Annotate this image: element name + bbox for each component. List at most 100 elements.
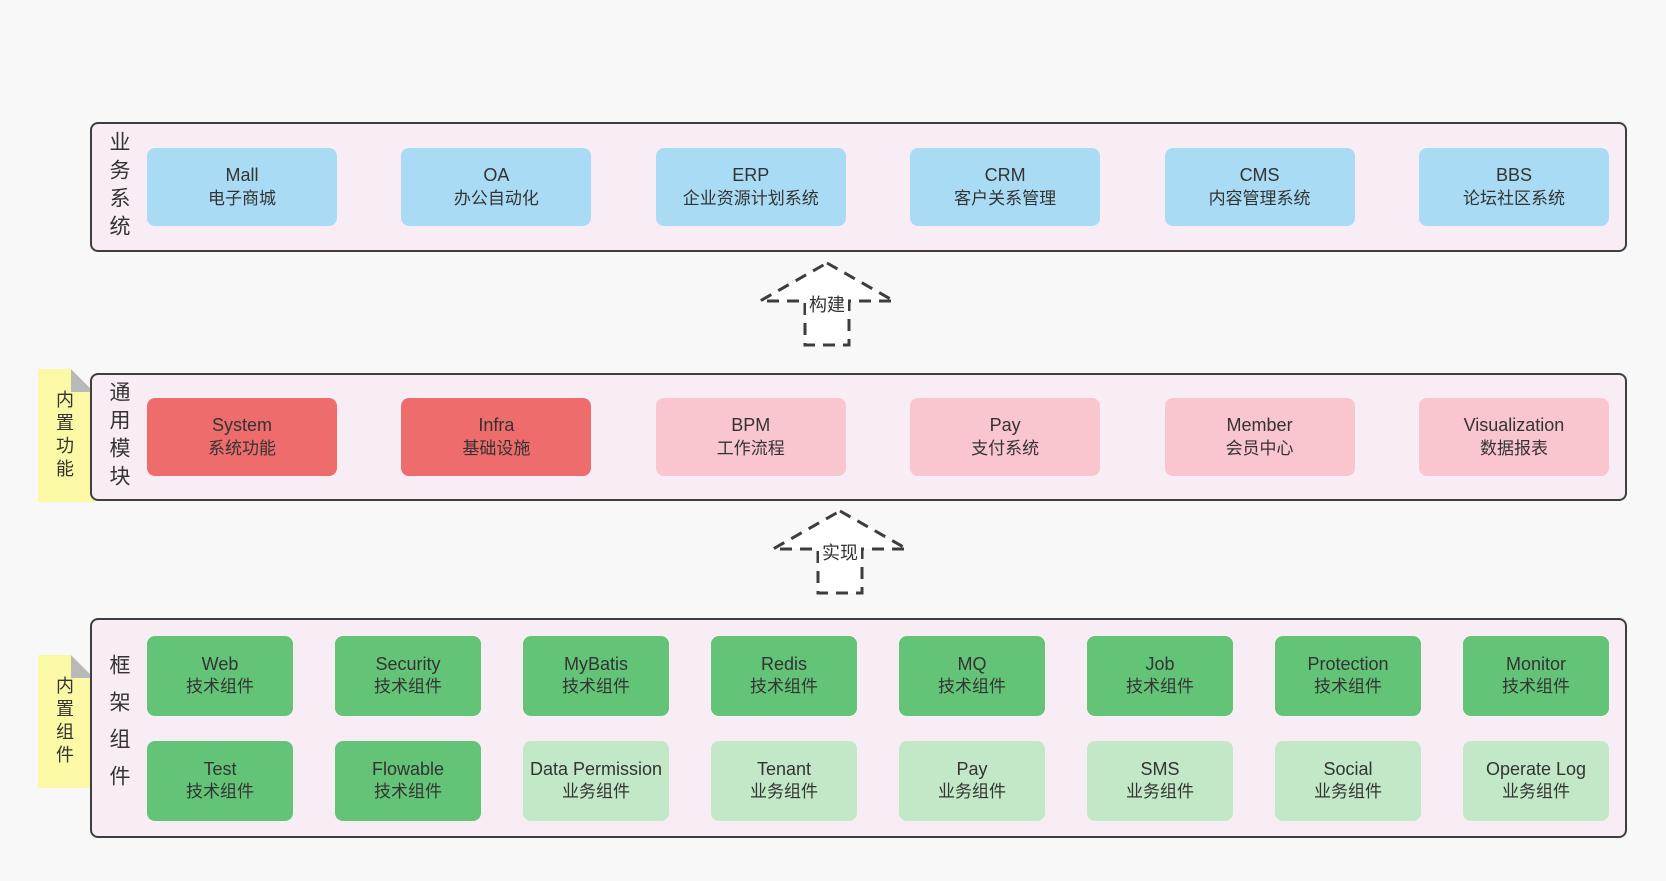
box-sms-subtitle: 业务组件 xyxy=(1126,782,1194,802)
layer-label-framework-components: 框架组件 xyxy=(107,654,130,802)
arrow-build-label: 构建 xyxy=(806,291,848,317)
box-operate-log-title: Operate Log xyxy=(1485,758,1587,779)
box-data-permission: Data Permission 业务组件 xyxy=(523,740,669,821)
box-pay-component-subtitle: 业务组件 xyxy=(938,782,1006,802)
box-infra: Infra 基础设施 xyxy=(401,398,592,476)
box-mall-title: Mall xyxy=(225,165,259,186)
box-pay-component: Pay 业务组件 xyxy=(899,740,1045,821)
box-protection: Protection 技术组件 xyxy=(1275,635,1421,716)
box-member-title: Member xyxy=(1226,415,1293,436)
box-mybatis-title: MyBatis xyxy=(563,653,628,674)
box-data-permission-title: Data Permission xyxy=(529,758,663,779)
box-redis-subtitle: 技术组件 xyxy=(750,677,818,697)
box-erp-title: ERP xyxy=(732,165,770,186)
box-redis: Redis 技术组件 xyxy=(711,635,857,716)
common-modules-row: System 系统功能 Infra 基础设施 BPM 工作流程 Pay 支付系统… xyxy=(147,398,1609,476)
layer-label-business-systems: 业务系统 xyxy=(107,131,130,243)
box-bpm-title: BPM xyxy=(731,415,771,436)
box-monitor: Monitor 技术组件 xyxy=(1463,635,1609,716)
framework-components-rows: Web 技术组件 Security 技术组件 MyBatis 技术组件 Redi… xyxy=(92,620,1625,836)
box-crm-title: CRM xyxy=(984,165,1026,186)
box-mybatis: MyBatis 技术组件 xyxy=(523,635,669,716)
common-modules-rows: System 系统功能 Infra 基础设施 BPM 工作流程 Pay 支付系统… xyxy=(92,375,1625,499)
layer-common-modules: 通用模块 System 系统功能 Infra 基础设施 BPM 工作流程 Pay… xyxy=(90,373,1627,501)
box-web-title: Web xyxy=(201,653,239,674)
box-visualization-title: Visualization xyxy=(1463,415,1565,436)
box-infra-title: Infra xyxy=(478,415,515,436)
box-job-subtitle: 技术组件 xyxy=(1126,677,1194,697)
tab-built-in-components-label: 内置组件 xyxy=(54,675,74,768)
box-flowable: Flowable 技术组件 xyxy=(335,740,481,821)
box-member-subtitle: 会员中心 xyxy=(1225,438,1294,458)
framework-components-row-2: Test 技术组件 Flowable 技术组件 Data Permission … xyxy=(147,740,1609,821)
box-crm: CRM 客户关系管理 xyxy=(910,148,1101,226)
box-test: Test 技术组件 xyxy=(147,740,293,821)
box-test-title: Test xyxy=(203,758,237,779)
business-systems-row: Mall 电子商城 OA 办公自动化 ERP 企业资源计划系统 CRM 客户关系… xyxy=(147,148,1609,226)
box-bpm-subtitle: 工作流程 xyxy=(716,438,785,458)
box-protection-subtitle: 技术组件 xyxy=(1314,677,1382,697)
box-operate-log: Operate Log 业务组件 xyxy=(1463,740,1609,821)
box-cms: CMS 内容管理系统 xyxy=(1164,148,1355,226)
box-sms-title: SMS xyxy=(1140,758,1180,779)
box-oa: OA 办公自动化 xyxy=(401,148,592,226)
box-tenant-subtitle: 业务组件 xyxy=(750,782,818,802)
framework-components-row-1: Web 技术组件 Security 技术组件 MyBatis 技术组件 Redi… xyxy=(147,635,1609,716)
layer-label-common-modules: 通用模块 xyxy=(107,381,130,493)
box-social: Social 业务组件 xyxy=(1275,740,1421,821)
layer-business-systems: 业务系统 Mall 电子商城 OA 办公自动化 ERP 企业资源计划系统 CRM… xyxy=(90,122,1627,252)
box-mq-title: MQ xyxy=(957,653,987,674)
box-mq: MQ 技术组件 xyxy=(899,635,1045,716)
box-monitor-subtitle: 技术组件 xyxy=(1502,677,1570,697)
box-pay-module-title: Pay xyxy=(989,415,1021,436)
box-member: Member 会员中心 xyxy=(1164,398,1355,476)
business-systems-rows: Mall 电子商城 OA 办公自动化 ERP 企业资源计划系统 CRM 客户关系… xyxy=(92,124,1625,250)
box-erp: ERP 企业资源计划系统 xyxy=(655,148,846,226)
box-mall-subtitle: 电子商城 xyxy=(208,188,276,208)
layer-framework-components: 框架组件 Web 技术组件 Security 技术组件 MyBatis 技术组件… xyxy=(90,618,1627,838)
box-tenant: Tenant 业务组件 xyxy=(711,740,857,821)
box-mq-subtitle: 技术组件 xyxy=(938,677,1006,697)
tab-built-in-components: 内置组件 xyxy=(38,655,94,788)
box-test-subtitle: 技术组件 xyxy=(186,782,254,802)
arrow-implement: 实现 xyxy=(770,508,910,596)
box-monitor-title: Monitor xyxy=(1505,653,1567,674)
box-web-subtitle: 技术组件 xyxy=(186,677,254,697)
box-mybatis-subtitle: 技术组件 xyxy=(562,677,630,697)
box-social-subtitle: 业务组件 xyxy=(1314,782,1382,802)
arrow-implement-label: 实现 xyxy=(819,539,861,565)
box-sms: SMS 业务组件 xyxy=(1087,740,1233,821)
box-oa-title: OA xyxy=(483,165,510,186)
box-erp-subtitle: 企业资源计划系统 xyxy=(682,188,819,208)
box-tenant-title: Tenant xyxy=(756,758,812,779)
box-job: Job 技术组件 xyxy=(1087,635,1233,716)
box-redis-title: Redis xyxy=(760,653,808,674)
box-mall: Mall 电子商城 xyxy=(147,148,337,226)
box-bbs: BBS 论坛社区系统 xyxy=(1418,148,1609,226)
box-pay-module-subtitle: 支付系统 xyxy=(971,438,1040,458)
box-flowable-title: Flowable xyxy=(371,758,445,779)
box-data-permission-subtitle: 业务组件 xyxy=(562,782,630,802)
box-security-subtitle: 技术组件 xyxy=(374,677,442,697)
box-flowable-subtitle: 技术组件 xyxy=(374,782,442,802)
box-security-title: Security xyxy=(375,653,441,674)
box-security: Security 技术组件 xyxy=(335,635,481,716)
box-pay-module: Pay 支付系统 xyxy=(910,398,1101,476)
box-web: Web 技术组件 xyxy=(147,635,293,716)
box-system: System 系统功能 xyxy=(147,398,337,476)
box-social-title: Social xyxy=(1323,758,1373,779)
box-oa-subtitle: 办公自动化 xyxy=(453,188,539,208)
box-system-title: System xyxy=(211,415,272,436)
box-crm-subtitle: 客户关系管理 xyxy=(954,188,1057,208)
box-cms-title: CMS xyxy=(1239,165,1280,186)
tab-built-in-features: 内置功能 xyxy=(38,369,94,502)
box-cms-subtitle: 内容管理系统 xyxy=(1208,188,1311,208)
box-bbs-title: BBS xyxy=(1495,165,1532,186)
box-visualization-subtitle: 数据报表 xyxy=(1479,438,1548,458)
box-infra-subtitle: 基础设施 xyxy=(462,438,531,458)
box-system-subtitle: 系统功能 xyxy=(208,438,276,458)
box-bbs-subtitle: 论坛社区系统 xyxy=(1462,188,1565,208)
box-pay-component-title: Pay xyxy=(956,758,988,779)
box-operate-log-subtitle: 业务组件 xyxy=(1502,782,1570,802)
